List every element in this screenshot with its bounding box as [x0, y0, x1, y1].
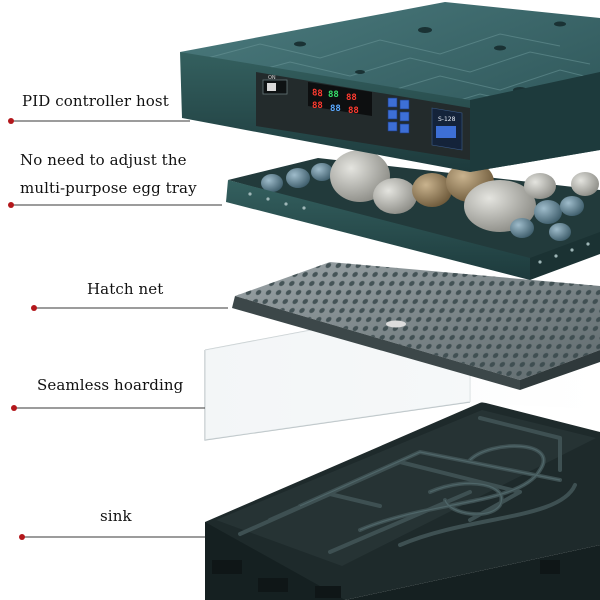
- callout-leaders: [12, 120, 228, 538]
- label-hatch-net: Hatch net: [87, 280, 164, 298]
- power-switch-label: ON: [268, 75, 276, 81]
- svg-text:88: 88: [312, 88, 323, 99]
- label-egg-tray-line2: multi-purpose egg tray: [20, 179, 197, 197]
- egg-tray: [226, 150, 600, 280]
- sink-tray: [205, 402, 600, 600]
- label-sink: sink: [100, 507, 132, 525]
- svg-text:88: 88: [348, 106, 359, 116]
- label-hoarding: Seamless hoarding: [37, 376, 184, 394]
- label-pid-controller: PID controller host: [22, 92, 169, 110]
- callout-dots: [8, 118, 37, 540]
- label-egg-tray-line1: No need to adjust the: [20, 151, 187, 169]
- svg-text:88: 88: [346, 93, 357, 103]
- svg-text:88: 88: [330, 104, 341, 114]
- controller-host-lid: 88 88 88 88 88 88: [180, 2, 600, 172]
- svg-text:88: 88: [328, 90, 339, 100]
- svg-text:88: 88: [312, 101, 323, 111]
- hatch-net: [232, 262, 600, 390]
- model-label: S-128: [438, 116, 456, 123]
